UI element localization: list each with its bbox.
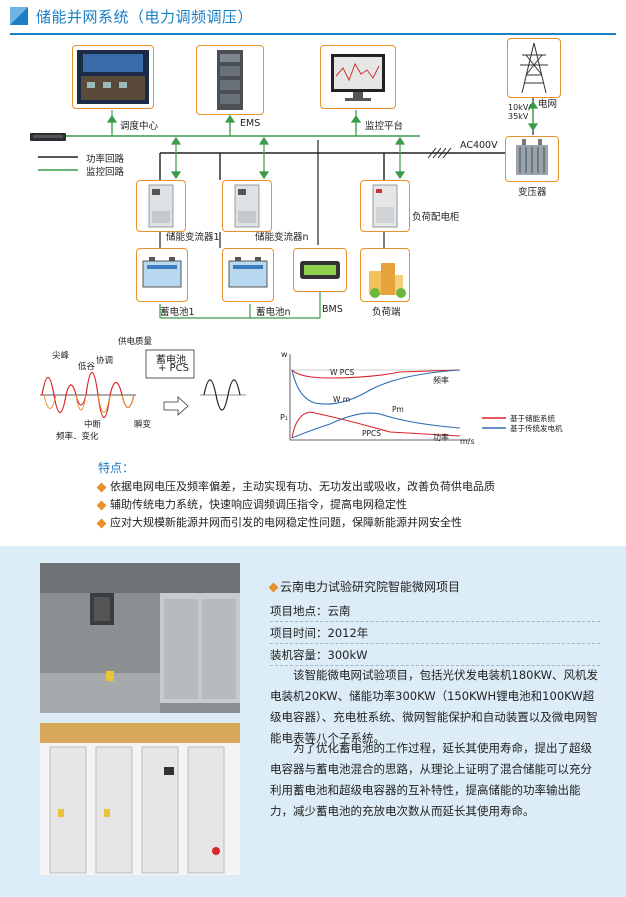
load-cabinet-box: [360, 180, 410, 232]
header-icon: [10, 7, 28, 25]
transient-label: 瞬变: [134, 420, 152, 430]
project-title: 云南电力试验研究院智能微网项目: [268, 578, 460, 595]
voltage-label: 10kV/ 35kV: [508, 103, 531, 121]
pcs1-label: 储能变流器1: [166, 232, 220, 243]
grid-tower-box: [507, 38, 561, 98]
project-location: 项目地点：云南: [270, 603, 600, 622]
interrupt-label: 中断: [84, 420, 102, 430]
pcs-box-line1: 蓄电池: [156, 355, 186, 366]
project-photo-1: [40, 563, 240, 713]
legend-power-label: 功率回路: [86, 154, 125, 165]
features-title: 特点：: [98, 461, 135, 475]
pcsn-box: [222, 180, 272, 232]
peak-label: 尖峰: [52, 351, 70, 361]
switch-device-icon: [30, 128, 66, 141]
load-cabinet-label: 负荷配电柜: [412, 212, 460, 223]
feature-item: 依据电网电压及频率偏差，主动实现有功、无功发出或吸收，改善负荷供电品质: [96, 478, 495, 494]
monitoring-label: 监控平台: [365, 121, 404, 132]
chart-legend-label: 基于储能系统: [510, 414, 555, 423]
waveform-illustration: [40, 349, 246, 418]
header-divider: [10, 33, 616, 35]
diamond-icon: [96, 482, 107, 492]
transformer-label: 变压器: [518, 187, 547, 198]
feature-item: 应对大规模新能源并网而引发的电网稳定性问题，保障新能源并网安全性: [96, 514, 462, 530]
chart-x-unit-label: m/s: [460, 437, 475, 446]
system-diagram-lines: [30, 98, 539, 319]
harmonic-label: 协调: [96, 356, 114, 366]
pcs-box-line2: + PCS: [158, 363, 189, 374]
ac-bus-label: AC400V: [460, 140, 498, 151]
project-paragraph-1: 该智能微电网试验项目，包括光伏发电装机180KW、风机发电装机20KW、储能功率…: [270, 668, 598, 745]
diamond-icon: [268, 582, 279, 593]
chart-power-label: 功率: [433, 433, 449, 442]
transformer-box: [505, 136, 559, 182]
chart-legend-label: 基于传统发电机: [510, 424, 563, 433]
freq-change-label: 频率．变化: [56, 432, 99, 442]
chart-ppcs-label: PPCS: [362, 429, 382, 438]
chart-freq-label: 频率: [433, 376, 449, 385]
dispatch-center-box: [72, 45, 154, 109]
chart-y-top-label: w: [281, 350, 288, 359]
grid-label: 电网: [538, 99, 558, 110]
chart-legend-swatches: [482, 417, 506, 429]
pcs1-box: [136, 180, 186, 232]
batteryn-box: [222, 248, 274, 302]
page-title: 储能并网系统（电力调频调压）: [36, 8, 254, 26]
diamond-icon: [96, 518, 107, 528]
chart-pm-label: Pm: [392, 405, 404, 414]
project-time: 项目时间：2012年: [270, 625, 600, 644]
pcsn-label: 储能变流器n: [255, 232, 309, 243]
legend-monitor-label: 监控回路: [86, 167, 125, 178]
bms-box: [293, 248, 347, 292]
chart-y-bottom-label: P₁: [280, 413, 289, 422]
diamond-icon: [96, 500, 107, 510]
valley-label: 低谷: [78, 362, 96, 372]
batteryn-label: 蓄电池n: [256, 307, 291, 318]
project-capacity: 装机容量：300kW: [270, 647, 600, 666]
ems-label: EMS: [240, 118, 261, 129]
load-end-label: 负荷端: [372, 307, 401, 318]
ems-box: [196, 45, 264, 115]
chart-wpcs-label: W PCS: [330, 368, 355, 377]
quality-label: 供电质量: [118, 337, 153, 347]
load-end-box: [360, 248, 410, 302]
feature-item: 辅助传统电力系统，快速响应调频调压指令，提高电网稳定性: [96, 496, 407, 512]
response-chart: [289, 354, 470, 441]
project-photo-2: [40, 723, 240, 875]
dispatch-center-label: 调度中心: [120, 121, 159, 132]
bms-label: BMS: [322, 304, 343, 315]
battery1-label: 蓄电池1: [160, 307, 195, 318]
monitoring-box: [320, 45, 396, 109]
battery1-box: [136, 248, 188, 302]
project-paragraph-2: 为了优化蓄电池的工作过程，延长其使用寿命，提出了超级电容器与蓄电池混合的思路，从…: [270, 741, 592, 818]
chart-wm-label: W m: [333, 395, 351, 404]
